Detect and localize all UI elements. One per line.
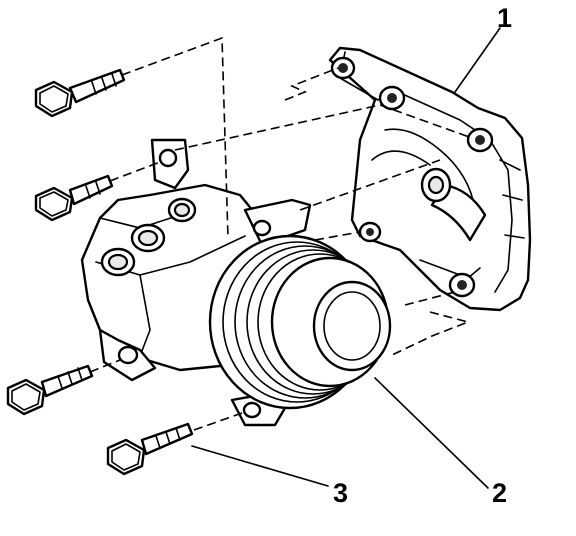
callout-3-bolt: 3 xyxy=(333,478,349,508)
bolt-upper xyxy=(34,68,126,118)
compressor xyxy=(80,138,392,427)
callout-2-compressor: 2 xyxy=(492,478,508,508)
bolt-lower xyxy=(106,422,194,476)
leader-lines xyxy=(191,27,501,489)
mounting-bracket xyxy=(328,46,532,312)
alignment-lines xyxy=(89,36,473,431)
callout-1-bracket: 1 xyxy=(497,3,513,33)
bolt-middle xyxy=(34,174,114,222)
bolt-lower-left xyxy=(6,364,94,416)
